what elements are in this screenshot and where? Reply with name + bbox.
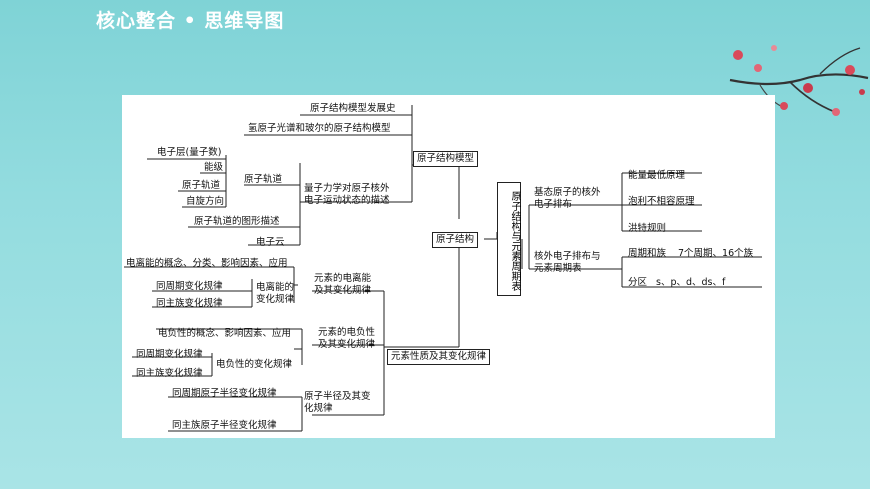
electroneg-line2: 及其变化规律 [318,339,376,350]
electroneg-concept: 电负性的概念、影响因素、应用 [158,328,292,339]
block-label: 分区 [628,277,648,288]
bohr-model: 氢原子光谱和玻尔的原子结构模型 [248,123,391,134]
properties-node: 元素性质及其变化规律 [387,349,491,365]
atomic-structure-center: 原子结构 [432,232,479,248]
orbital-sub: 原子轨道 [182,180,221,191]
page-title: 核心整合 • 思维导图 [96,10,285,32]
radius-line2: 化规律 [304,403,333,414]
electroneg-period: 同周期变化规律 [136,349,203,360]
block-detail: s、p、d、ds、f [656,277,726,288]
electroneg-group: 同主族变化规律 [136,368,203,379]
electroneg-line1: 元素的电负性 [318,327,376,338]
config-line1: 核外电子排布与 [534,251,601,262]
ground-state-line2: 电子排布 [534,199,573,210]
model-history: 原子结构模型发展史 [310,103,396,114]
ionization-concept: 电离能的概念、分类、影响因素、应用 [126,258,288,269]
electroneg-sub: 电负性的变化规律 [216,359,293,370]
quantum-description-line2: 电子运动状态的描述 [304,195,390,206]
ionization-group: 同主族变化规律 [156,298,223,309]
orbital-shape: 原子轨道的图形描述 [194,216,280,227]
ionization-period: 同周期变化规律 [156,281,223,292]
radius-line1: 原子半径及其变 [304,391,371,402]
period-group-detail: 7个周期、16个族 [678,248,754,259]
quantum-description-line1: 量子力学对原子核外 [304,183,390,194]
electron-shell: 电子层(量子数) [157,147,222,158]
mind-map-card: 原子结构模型发展史 氢原子光谱和玻尔的原子结构模型 原子结构模型 量子力学对原子… [122,95,775,438]
rule-pauli: 泡利不相容原理 [628,196,695,207]
rule-hund: 洪特规则 [628,223,667,234]
ionization-line2: 及其变化规律 [314,285,372,296]
radius-group: 同主族原子半径变化规律 [172,420,277,431]
orbital-node: 原子轨道 [244,174,283,185]
electron-cloud: 电子云 [256,237,285,248]
ionization-sub2: 变化规律 [256,294,295,305]
energy-level: 能级 [204,162,224,173]
ionization-sub1: 电离能的 [256,282,295,293]
rule-lowest-energy: 能量最低原理 [628,170,686,181]
ground-state-line1: 基态原子的核外 [534,187,601,198]
periodic-table-node: 原子结构与元素周期表 [497,182,521,296]
plum-blossom-decoration [729,45,869,116]
spin-direction: 自旋方向 [186,196,225,207]
config-line2: 元素周期表 [534,263,582,274]
ionization-line1: 元素的电离能 [314,273,372,284]
radius-period: 同周期原子半径变化规律 [172,388,277,399]
atomic-structure-model-node: 原子结构模型 [413,151,479,167]
period-group-label: 周期和族 [628,248,667,259]
